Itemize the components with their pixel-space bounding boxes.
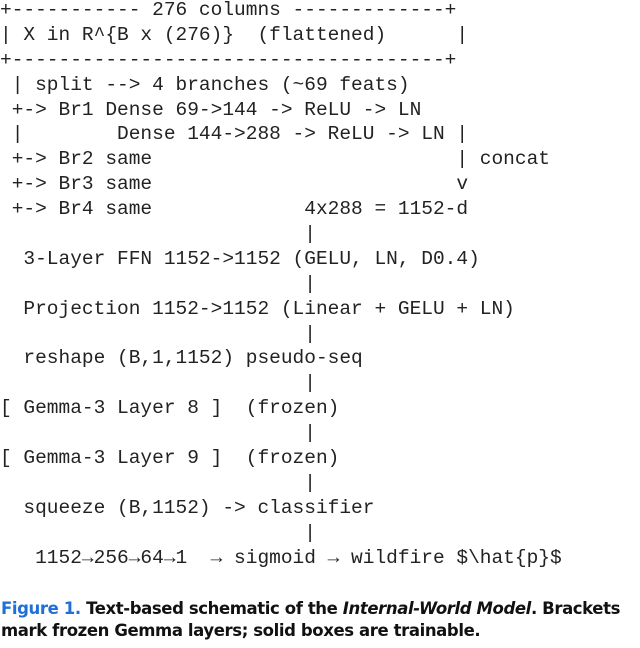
schematic-line-1: +----------- 276 columns -------------+ bbox=[0, 0, 457, 21]
schematic-line-6: | Dense 144->288 -> ReLU -> LN | bbox=[0, 123, 469, 146]
figure-caption: Figure 1. Text-based schematic of the In… bbox=[1, 598, 640, 642]
schematic-line-18: | bbox=[0, 422, 316, 445]
schematic-line-17: [ Gemma-3 Layer 8 ] (frozen) bbox=[0, 397, 340, 420]
schematic-line-14: | bbox=[0, 322, 316, 345]
schematic-line-3: +-------------------------------------+ bbox=[0, 48, 457, 71]
schematic-line-23: 1152→256→64→1 → sigmoid → wildfire $\hat… bbox=[0, 546, 562, 569]
schematic-line-16: | bbox=[0, 372, 316, 395]
model-schematic: +----------- 276 columns -------------+|… bbox=[0, 0, 562, 569]
schematic-line-4: | split --> 4 branches (~69 feats) bbox=[0, 73, 410, 96]
caption-text-italic: Internal-World Model bbox=[342, 599, 532, 618]
schematic-line-22: | bbox=[0, 521, 316, 544]
schematic-line-12: | bbox=[0, 272, 316, 295]
caption-text-after: . Brackets mark frozen Gemma layers; sol… bbox=[1, 599, 621, 640]
schematic-line-5: +-> Br1 Dense 69->144 -> ReLU -> LN bbox=[0, 98, 422, 121]
schematic-line-20: | bbox=[0, 471, 316, 494]
schematic-line-2: | X in R^{B x (276)} (flattened) | bbox=[0, 23, 469, 46]
schematic-line-10: | bbox=[0, 223, 316, 246]
schematic-line-21: squeeze (B,1152) -> classifier bbox=[0, 496, 375, 519]
schematic-line-13: Projection 1152->1152 (Linear + GELU + L… bbox=[0, 297, 515, 320]
figure-label: Figure 1. bbox=[1, 599, 81, 618]
schematic-line-19: [ Gemma-3 Layer 9 ] (frozen) bbox=[0, 447, 340, 470]
caption-text-before: Text-based schematic of the bbox=[86, 599, 343, 618]
schematic-line-7: +-> Br2 same | concat bbox=[0, 148, 550, 171]
schematic-line-15: reshape (B,1,1152) pseudo-seq bbox=[0, 347, 363, 370]
schematic-line-8: +-> Br3 same v bbox=[0, 173, 469, 196]
schematic-line-9: +-> Br4 same 4x288 = 1152-d bbox=[0, 198, 469, 221]
schematic-line-11: 3-Layer FFN 1152->1152 (GELU, LN, D0.4) bbox=[0, 247, 480, 270]
